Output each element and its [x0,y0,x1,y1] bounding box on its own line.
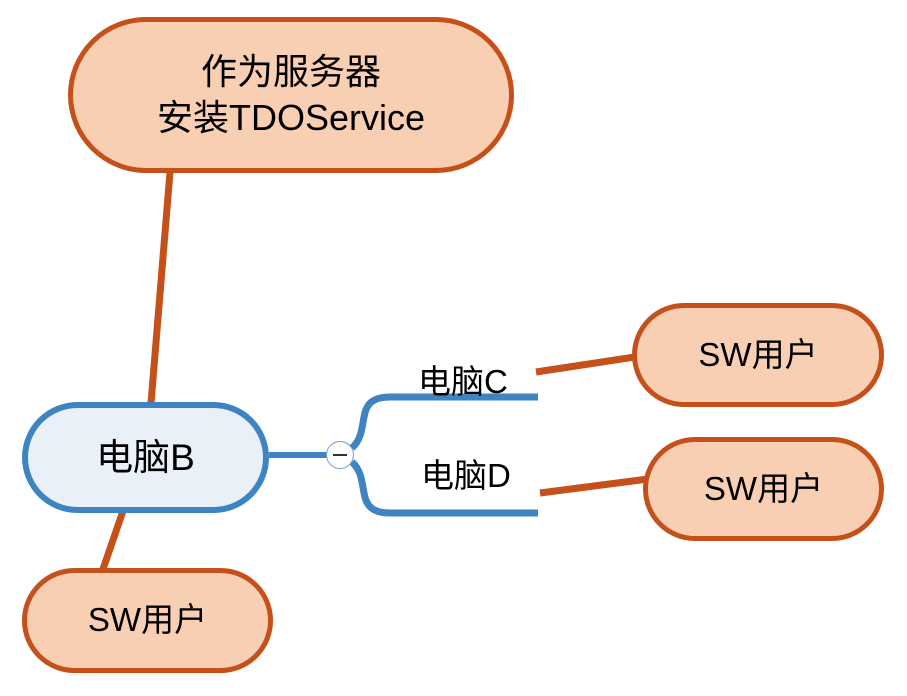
node-sw-user-d[interactable]: SW用户 [643,437,884,541]
node-sw-user-bottom[interactable]: SW用户 [22,568,273,673]
node-computer-b[interactable]: 电脑B [22,402,269,513]
edge-computer-b-to-sw-user-bottom [98,509,127,574]
edge-computer-d-to-sw-user [539,474,657,497]
branch-label-computer-d[interactable]: 电脑D [421,457,511,494]
branch-label-computer-c[interactable]: 电脑C [418,363,508,400]
edge-computer-b-to-server [147,171,174,404]
node-sw-user-c[interactable]: SW用户 [632,303,884,407]
collapse-toggle-icon[interactable] [326,441,354,469]
edge-branch-computer-c [349,393,538,451]
node-server[interactable]: 作为服务器 安装TDOService [68,17,514,173]
minus-icon [333,454,347,456]
